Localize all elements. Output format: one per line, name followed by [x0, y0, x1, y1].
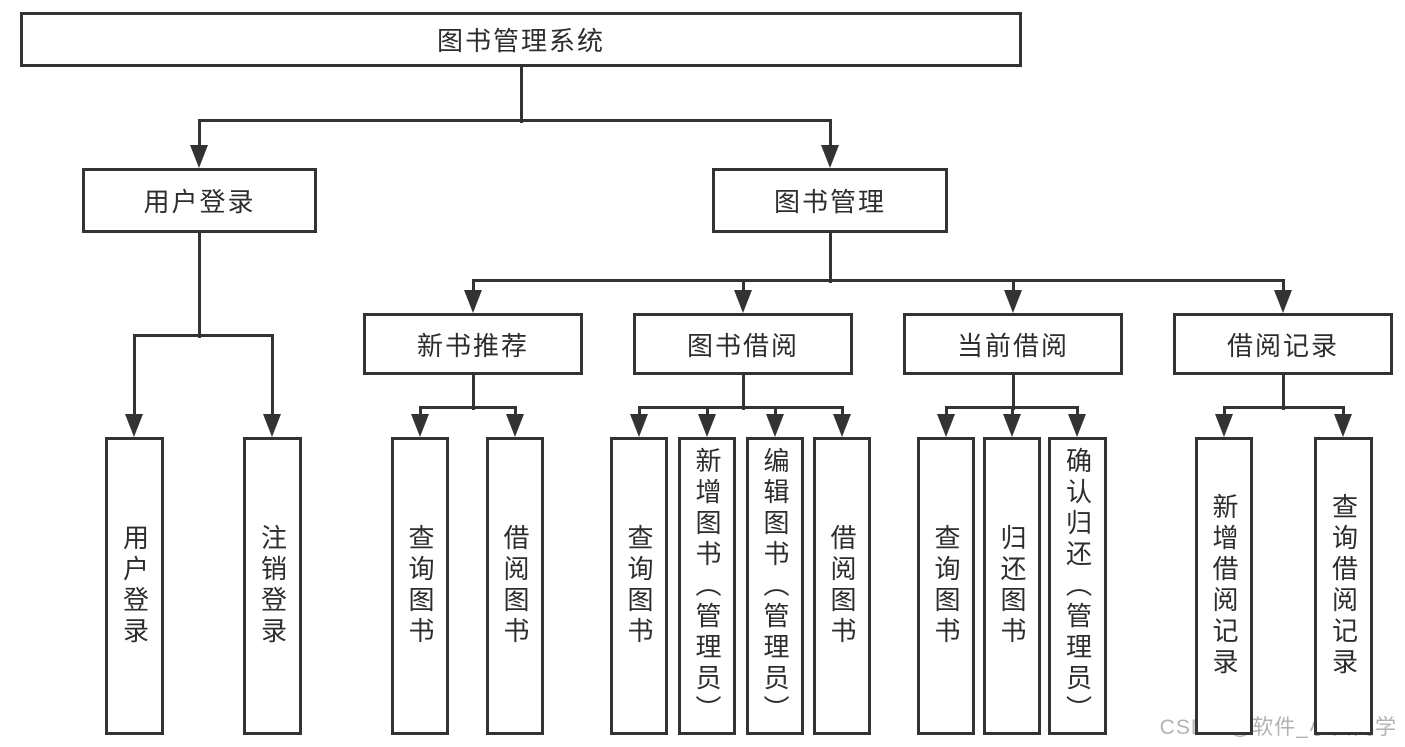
- connector-drop-book-management-to-level3: [741, 280, 745, 294]
- connector-drop-current-borrow-to-leaves: [944, 407, 948, 418]
- node-label: 当前借阅: [956, 330, 1069, 361]
- arrow-down-icon: [506, 414, 524, 437]
- connector-rail-user-login-to-leaves: [132, 333, 274, 337]
- connector-trunk-current-borrow-to-leaves: [1011, 375, 1015, 410]
- connector-rail-book-borrow-to-leaves: [637, 405, 844, 409]
- arrow-down-icon: [766, 414, 784, 437]
- connector-rail-root-to-level2: [197, 118, 832, 122]
- connector-drop-book-borrow-to-leaves: [705, 407, 709, 418]
- node-label: 新增图书（管理员）: [692, 446, 722, 726]
- node-label: 新增借阅记录: [1209, 493, 1239, 679]
- connector-trunk-book-management-to-level3: [828, 233, 832, 283]
- arrow-down-icon: [190, 145, 208, 168]
- node-label: 查询图书: [405, 524, 435, 648]
- node-new-book-recommend: 新书推荐: [363, 313, 583, 375]
- connector-drop-user-login-to-leaves: [132, 335, 136, 418]
- node-user-login: 用户登录: [82, 168, 317, 233]
- connector-drop-book-management-to-level3: [1011, 280, 1015, 294]
- arrow-down-icon: [125, 414, 143, 437]
- arrow-down-icon: [821, 145, 839, 168]
- node-label: 用户登录: [119, 524, 150, 648]
- connector-drop-current-borrow-to-leaves: [1075, 407, 1079, 418]
- connector-drop-user-login-to-leaves: [270, 335, 274, 418]
- node-label: 图书借阅: [686, 330, 799, 361]
- node-borrowing-records: 借阅记录: [1173, 313, 1393, 375]
- arrow-down-icon: [411, 414, 429, 437]
- arrow-down-icon: [734, 290, 752, 313]
- connector-rail-book-management-to-level3: [471, 278, 1285, 282]
- node-label: 归还图书: [997, 524, 1027, 648]
- node-leaf-logout: 注销登录: [243, 437, 302, 735]
- connector-trunk-new-book-to-leaves: [471, 375, 475, 410]
- arrow-down-icon: [1068, 414, 1086, 437]
- connector-trunk-root-to-level2: [519, 67, 523, 123]
- node-label: 注销登录: [257, 524, 288, 648]
- node-label: 借阅图书: [827, 524, 857, 648]
- node-leaf-query-book-1: 查询图书: [391, 437, 449, 735]
- node-label: 用户登录: [143, 187, 256, 217]
- node-book-management: 图书管理: [712, 168, 948, 233]
- node-leaf-return-book: 归还图书: [983, 437, 1041, 735]
- connector-drop-book-borrow-to-leaves: [637, 407, 641, 418]
- node-label: 新书推荐: [416, 330, 529, 361]
- arrow-down-icon: [1004, 290, 1022, 313]
- connector-trunk-book-borrow-to-leaves: [741, 375, 745, 410]
- node-label: 借阅图书: [500, 524, 530, 648]
- node-book-borrowing: 图书借阅: [633, 313, 853, 375]
- node-leaf-query-book-2: 查询图书: [610, 437, 668, 735]
- connector-drop-book-borrow-to-leaves: [840, 407, 844, 418]
- arrow-down-icon: [1215, 414, 1233, 437]
- node-leaf-query-book-3: 查询图书: [917, 437, 975, 735]
- node-leaf-confirm-return: 确认归还（管理员）: [1048, 437, 1107, 735]
- node-current-borrowing: 当前借阅: [903, 313, 1123, 375]
- arrow-down-icon: [698, 414, 716, 437]
- node-label: 确认归还（管理员）: [1062, 446, 1093, 726]
- arrow-down-icon: [263, 414, 281, 437]
- node-label: 查询图书: [624, 524, 654, 648]
- arrow-down-icon: [937, 414, 955, 437]
- arrow-down-icon: [1334, 414, 1352, 437]
- connector-drop-book-management-to-level3: [471, 280, 475, 294]
- node-label: 编辑图书（管理员）: [760, 446, 790, 726]
- connector-trunk-user-login-to-leaves: [197, 233, 201, 338]
- connector-rail-records-to-leaves: [1222, 405, 1345, 409]
- arrow-down-icon: [1274, 290, 1292, 313]
- arrow-down-icon: [833, 414, 851, 437]
- connector-drop-book-management-to-level3: [1281, 280, 1285, 294]
- arrow-down-icon: [464, 290, 482, 313]
- connector-drop-new-book-to-leaves: [418, 407, 422, 418]
- arrow-down-icon: [630, 414, 648, 437]
- node-root: 图书管理系统: [20, 12, 1022, 67]
- node-label: 查询借阅记录: [1328, 493, 1359, 679]
- connector-drop-new-book-to-leaves: [513, 407, 517, 418]
- connector-trunk-records-to-leaves: [1281, 375, 1285, 410]
- connector-drop-records-to-leaves: [1341, 407, 1345, 418]
- connector-drop-records-to-leaves: [1222, 407, 1226, 418]
- connector-drop-book-borrow-to-leaves: [773, 407, 777, 418]
- node-leaf-add-record: 新增借阅记录: [1195, 437, 1253, 735]
- connector-drop-root-to-level2: [828, 120, 832, 149]
- connector-rail-new-book-to-leaves: [418, 405, 517, 409]
- connector-drop-root-to-level2: [197, 120, 201, 149]
- node-label: 图书管理: [773, 187, 886, 217]
- connector-drop-current-borrow-to-leaves: [1010, 407, 1014, 418]
- arrow-down-icon: [1003, 414, 1021, 437]
- node-leaf-edit-book: 编辑图书（管理员）: [746, 437, 804, 735]
- node-label: 查询图书: [931, 524, 961, 648]
- node-leaf-add-book: 新增图书（管理员）: [678, 437, 736, 735]
- node-leaf-query-record: 查询借阅记录: [1314, 437, 1373, 735]
- node-leaf-user-login: 用户登录: [105, 437, 164, 735]
- node-leaf-borrow-book-1: 借阅图书: [486, 437, 544, 735]
- node-label: 借阅记录: [1226, 330, 1339, 361]
- node-label: 图书管理系统: [436, 26, 605, 56]
- node-leaf-borrow-book-2: 借阅图书: [813, 437, 871, 735]
